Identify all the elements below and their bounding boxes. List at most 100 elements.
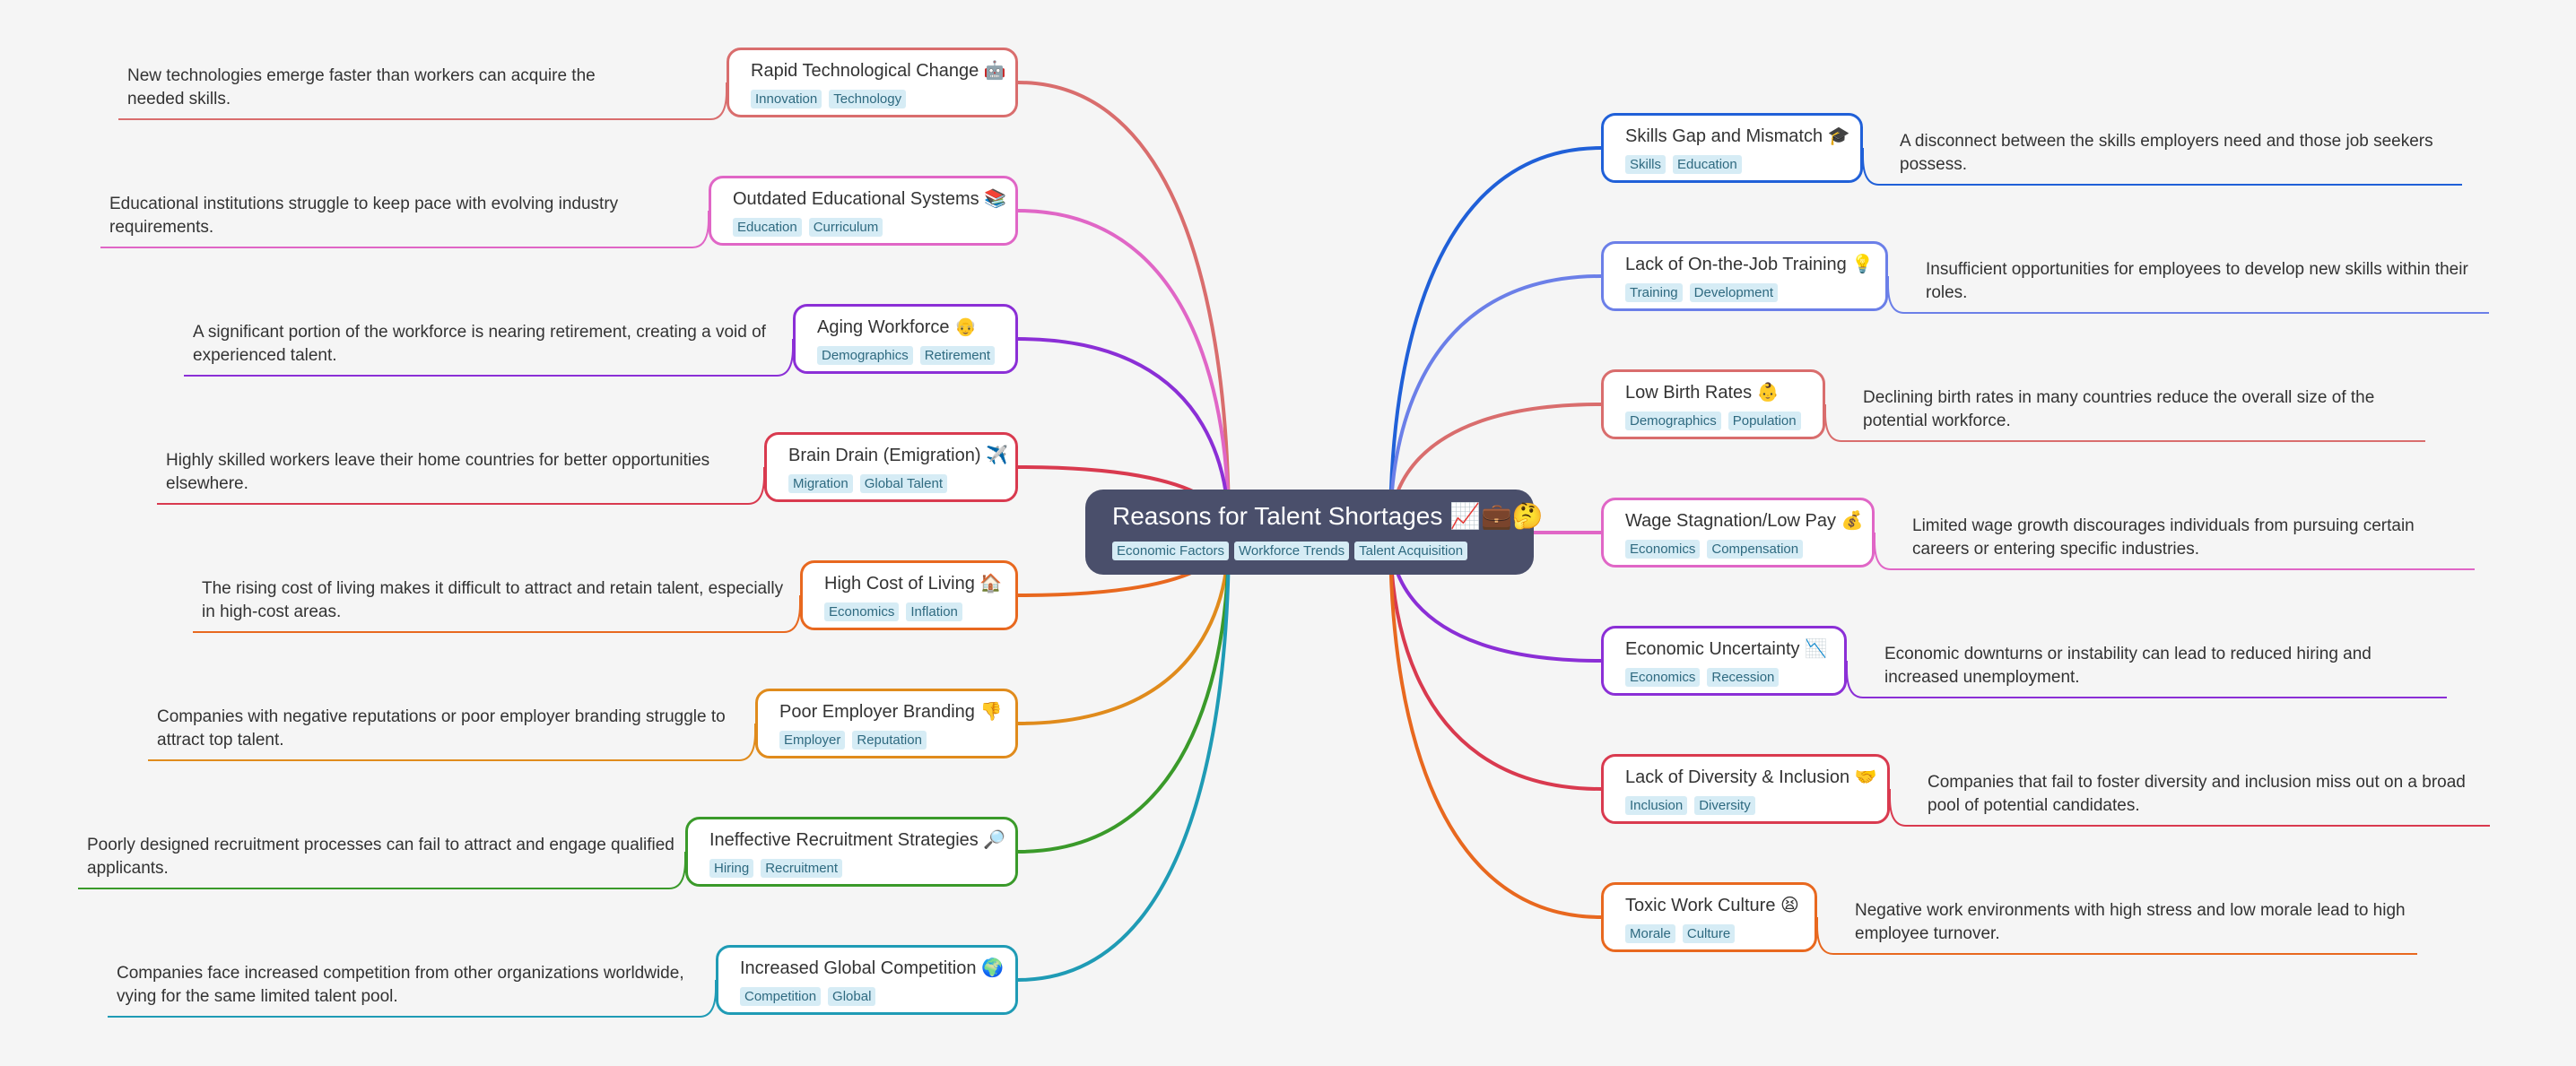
topic-tag: Development <box>1689 283 1779 302</box>
topic-tag: Global <box>828 987 876 1006</box>
topic-tag: Culture <box>1682 924 1736 943</box>
branch-connector <box>1017 81 1231 533</box>
topic-tag: Skills <box>1625 155 1667 174</box>
topic-tag: Global Talent <box>859 474 947 493</box>
topic-tag: Recession <box>1707 668 1780 687</box>
topic-tags: Economics Inflation <box>824 602 994 621</box>
topic-node-left-1[interactable]: Outdated Educational Systems 📚 Education C… <box>709 176 1018 246</box>
topic-tags: Morale Culture <box>1625 924 1793 943</box>
topic-node-left-3[interactable]: Brain Drain (Emigration) ✈️ Migration Glob… <box>764 432 1018 502</box>
topic-title: Toxic Work Culture 😫 <box>1625 896 1799 915</box>
topic-tag: Population <box>1727 412 1801 430</box>
topic-description: A significant portion of the workforce i… <box>193 323 766 365</box>
topic-tag: Diversity <box>1694 796 1755 815</box>
topic-title: Lack of Diversity & Inclusion 🤝 <box>1625 767 1877 787</box>
topic-tags: Migration Global Talent <box>788 474 994 493</box>
root-tags: Economic Factors Workforce Trends Talent… <box>1112 542 1509 560</box>
topic-tag: Technology <box>829 90 907 108</box>
topic-node-right-2[interactable]: Low Birth Rates 👶 Demographics Population <box>1601 369 1825 439</box>
topic-node-right-4[interactable]: Economic Uncertainty 📉 Economics Recession <box>1601 626 1847 696</box>
topic-description: Limited wage growth discourages individu… <box>1912 516 2415 559</box>
topic-tag: Inclusion <box>1625 796 1688 815</box>
description-underline <box>184 339 794 377</box>
description-underline <box>78 852 686 889</box>
topic-tags: Employer Reputation <box>779 731 994 750</box>
topic-tag: Morale <box>1625 924 1675 943</box>
topic-description: Declining birth rates in many countries … <box>1863 388 2375 430</box>
topic-tag: Economics <box>1625 668 1701 687</box>
topic-description: Poorly designed recruitment processes ca… <box>87 836 674 878</box>
topic-tags: Education Curriculum <box>733 218 994 237</box>
topic-description: New technologies emerge faster than work… <box>127 66 596 108</box>
topic-description: Economic downturns or instability can le… <box>1884 645 2371 687</box>
topic-tag: Curriculum <box>808 218 883 237</box>
root-topic[interactable]: Reasons for Talent Shortages 📈💼🤔 Economi… <box>1085 490 1544 575</box>
topic-tag: Demographics <box>1625 412 1721 430</box>
topic-tag: Compensation <box>1707 540 1804 559</box>
topic-tags: Training Development <box>1625 283 1864 302</box>
topic-tag: Innovation <box>751 90 822 108</box>
description-underline <box>1874 533 2475 570</box>
topic-node-left-7[interactable]: Increased Global Competition 🌍 Competitio… <box>716 945 1018 1015</box>
topic-tags: Demographics Population <box>1625 412 1801 430</box>
topic-node-right-5[interactable]: Lack of Diversity & Inclusion 🤝 Inclusion… <box>1601 754 1890 824</box>
topic-node-left-0[interactable]: Rapid Technological Change 🤖 Innovation Te… <box>727 48 1018 117</box>
branch-connector <box>1017 532 1231 982</box>
topic-title: Skills Gap and Mismatch 🎓 <box>1625 126 1850 146</box>
topic-title: Brain Drain (Emigration) ✈️ <box>788 446 1008 465</box>
description-underline <box>1887 276 2489 314</box>
topic-tags: Economics Compensation <box>1625 540 1850 559</box>
topic-description: Companies face increased competition fro… <box>117 964 684 1006</box>
root-tag: Talent Acquisition <box>1354 542 1468 560</box>
description-underline <box>193 595 801 633</box>
topic-tag: Economics <box>824 602 900 621</box>
description-underline <box>100 211 709 248</box>
description-underline <box>1816 917 2417 955</box>
topic-description: Companies that fail to foster diversity … <box>1928 773 2466 815</box>
topic-title: Low Birth Rates 👶 <box>1625 383 1780 403</box>
topic-tag: Retirement <box>919 346 996 365</box>
topic-tag: Employer <box>779 731 846 750</box>
topic-node-right-6[interactable]: Toxic Work Culture 😫 Morale Culture <box>1601 882 1817 952</box>
topic-description: Educational institutions struggle to kee… <box>109 195 619 237</box>
description-underline <box>1862 148 2462 186</box>
root-tag: Economic Factors <box>1112 542 1230 560</box>
topic-description: Highly skilled workers leave their home … <box>166 451 710 493</box>
topic-node-left-6[interactable]: Ineffective Recruitment Strategies 🔎Hiri… <box>685 817 1018 887</box>
topic-tag: Migration <box>788 474 853 493</box>
topic-description: The rising cost of living makes it diffi… <box>202 579 784 621</box>
topic-tag: Demographics <box>817 346 913 365</box>
topic-tag: Reputation <box>852 731 927 750</box>
branch-connector <box>1388 532 1602 919</box>
topic-description: A disconnect between the skills employer… <box>1900 132 2433 174</box>
topic-tag: Competition <box>740 987 822 1006</box>
topic-title: Lack of On-the-Job Training 💡 <box>1625 255 1875 274</box>
topic-tag: Economics <box>1625 540 1701 559</box>
topic-title: Outdated Educational Systems 📚 <box>733 189 1007 209</box>
topic-title: High Cost of Living 🏠 <box>824 574 1003 594</box>
root-tag: Workforce Trends <box>1234 542 1350 560</box>
description-underline <box>1846 661 2447 698</box>
root-title: Reasons for Talent Shortages 📈💼🤔 <box>1112 502 1544 530</box>
topic-tag: Inflation <box>906 602 962 621</box>
topic-title: Economic Uncertainty 📉 <box>1625 639 1827 659</box>
topic-description: Negative work environments with high str… <box>1855 901 2406 943</box>
topic-node-left-5[interactable]: Poor Employer Branding 👎 Employer Reputati… <box>755 689 1018 758</box>
branch-connector <box>1388 146 1602 533</box>
topic-node-left-4[interactable]: High Cost of Living 🏠 Economics Inflation <box>800 560 1018 630</box>
topic-tags: Inclusion Diversity <box>1625 796 1866 815</box>
topic-title: Increased Global Competition 🌍 <box>740 958 1004 978</box>
description-underline <box>148 724 756 761</box>
topic-tag: Education <box>733 218 802 237</box>
description-underline <box>118 82 727 120</box>
topic-title: Poor Employer Branding 👎 <box>779 702 1003 722</box>
topic-title: Rapid Technological Change 🤖 <box>751 61 1006 81</box>
topic-node-right-1[interactable]: Lack of On-the-Job Training 💡 Training Dev… <box>1601 241 1888 311</box>
description-underline <box>1889 789 2490 827</box>
topic-tag: Training <box>1625 283 1683 302</box>
